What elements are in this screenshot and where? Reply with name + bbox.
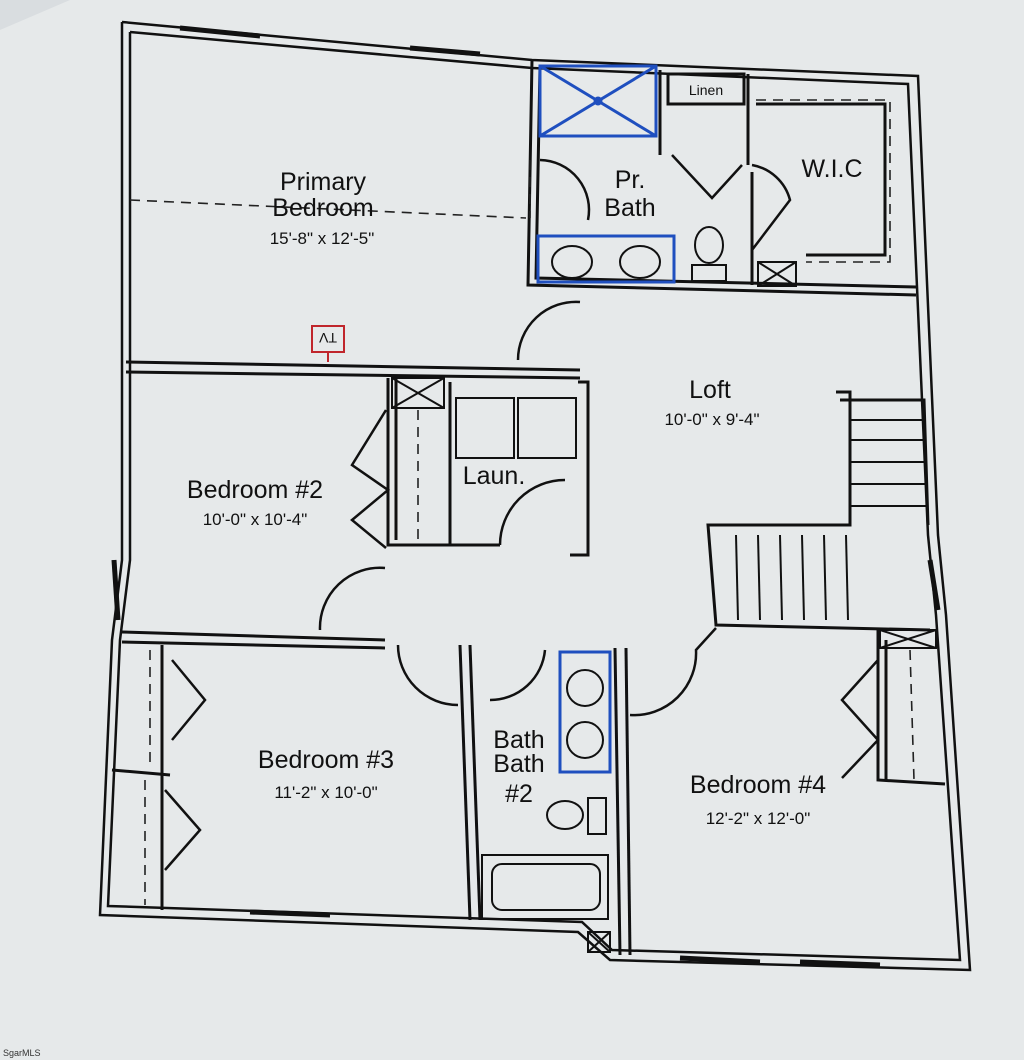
bath2-label: Bath bbox=[493, 726, 544, 754]
interior-walls bbox=[111, 59, 946, 956]
laundry-machines bbox=[455, 397, 577, 459]
bath2-label-3: #2 bbox=[505, 780, 533, 808]
primary-shower bbox=[538, 64, 658, 138]
door-swings bbox=[164, 154, 880, 871]
primary-vanity bbox=[536, 234, 676, 284]
stair-treads bbox=[735, 419, 928, 621]
primary-bedroom-dims: 15'-8" x 12'-5" bbox=[270, 229, 375, 248]
wic-label: W.I.C bbox=[801, 155, 862, 183]
bedroom4-label: Bedroom #4 bbox=[690, 771, 826, 799]
windows bbox=[111, 25, 941, 968]
bedroom3-label: Bedroom #3 bbox=[258, 746, 394, 774]
primary-toilet bbox=[691, 226, 727, 282]
dashed-lines bbox=[129, 99, 915, 905]
primary-bedroom-label: Primary bbox=[280, 168, 367, 196]
loft-dims: 10'-0" x 9'-4" bbox=[664, 410, 759, 429]
linen-label: Linen bbox=[689, 82, 723, 98]
tv-label: TV bbox=[318, 330, 337, 346]
loft-label: Loft bbox=[689, 376, 731, 404]
pr-bath-label-2: Bath bbox=[604, 194, 655, 222]
bedroom2-dims: 10'-0" x 10'-4" bbox=[203, 510, 308, 529]
exterior-walls bbox=[98, 20, 972, 972]
bath2-tub bbox=[481, 854, 609, 920]
bedroom3-dims: 11'-2" x 10'-0" bbox=[274, 783, 377, 802]
primary-bedroom-label-2: Bedroom bbox=[272, 194, 373, 222]
bath2-toilet bbox=[546, 797, 607, 835]
bath2-vanity bbox=[558, 650, 612, 774]
hvac-boxes bbox=[391, 261, 937, 953]
tv-symbol: TV bbox=[311, 325, 345, 362]
bath2-label-2: Bath bbox=[493, 750, 544, 778]
laundry-label: Laun. bbox=[463, 462, 526, 490]
bedroom4-dims: 12'-2" x 12'-0" bbox=[706, 809, 811, 828]
pr-bath-label: Pr. bbox=[615, 166, 646, 194]
bedroom2-label: Bedroom #2 bbox=[187, 476, 323, 504]
mls-watermark: SgarMLS bbox=[3, 1048, 41, 1058]
